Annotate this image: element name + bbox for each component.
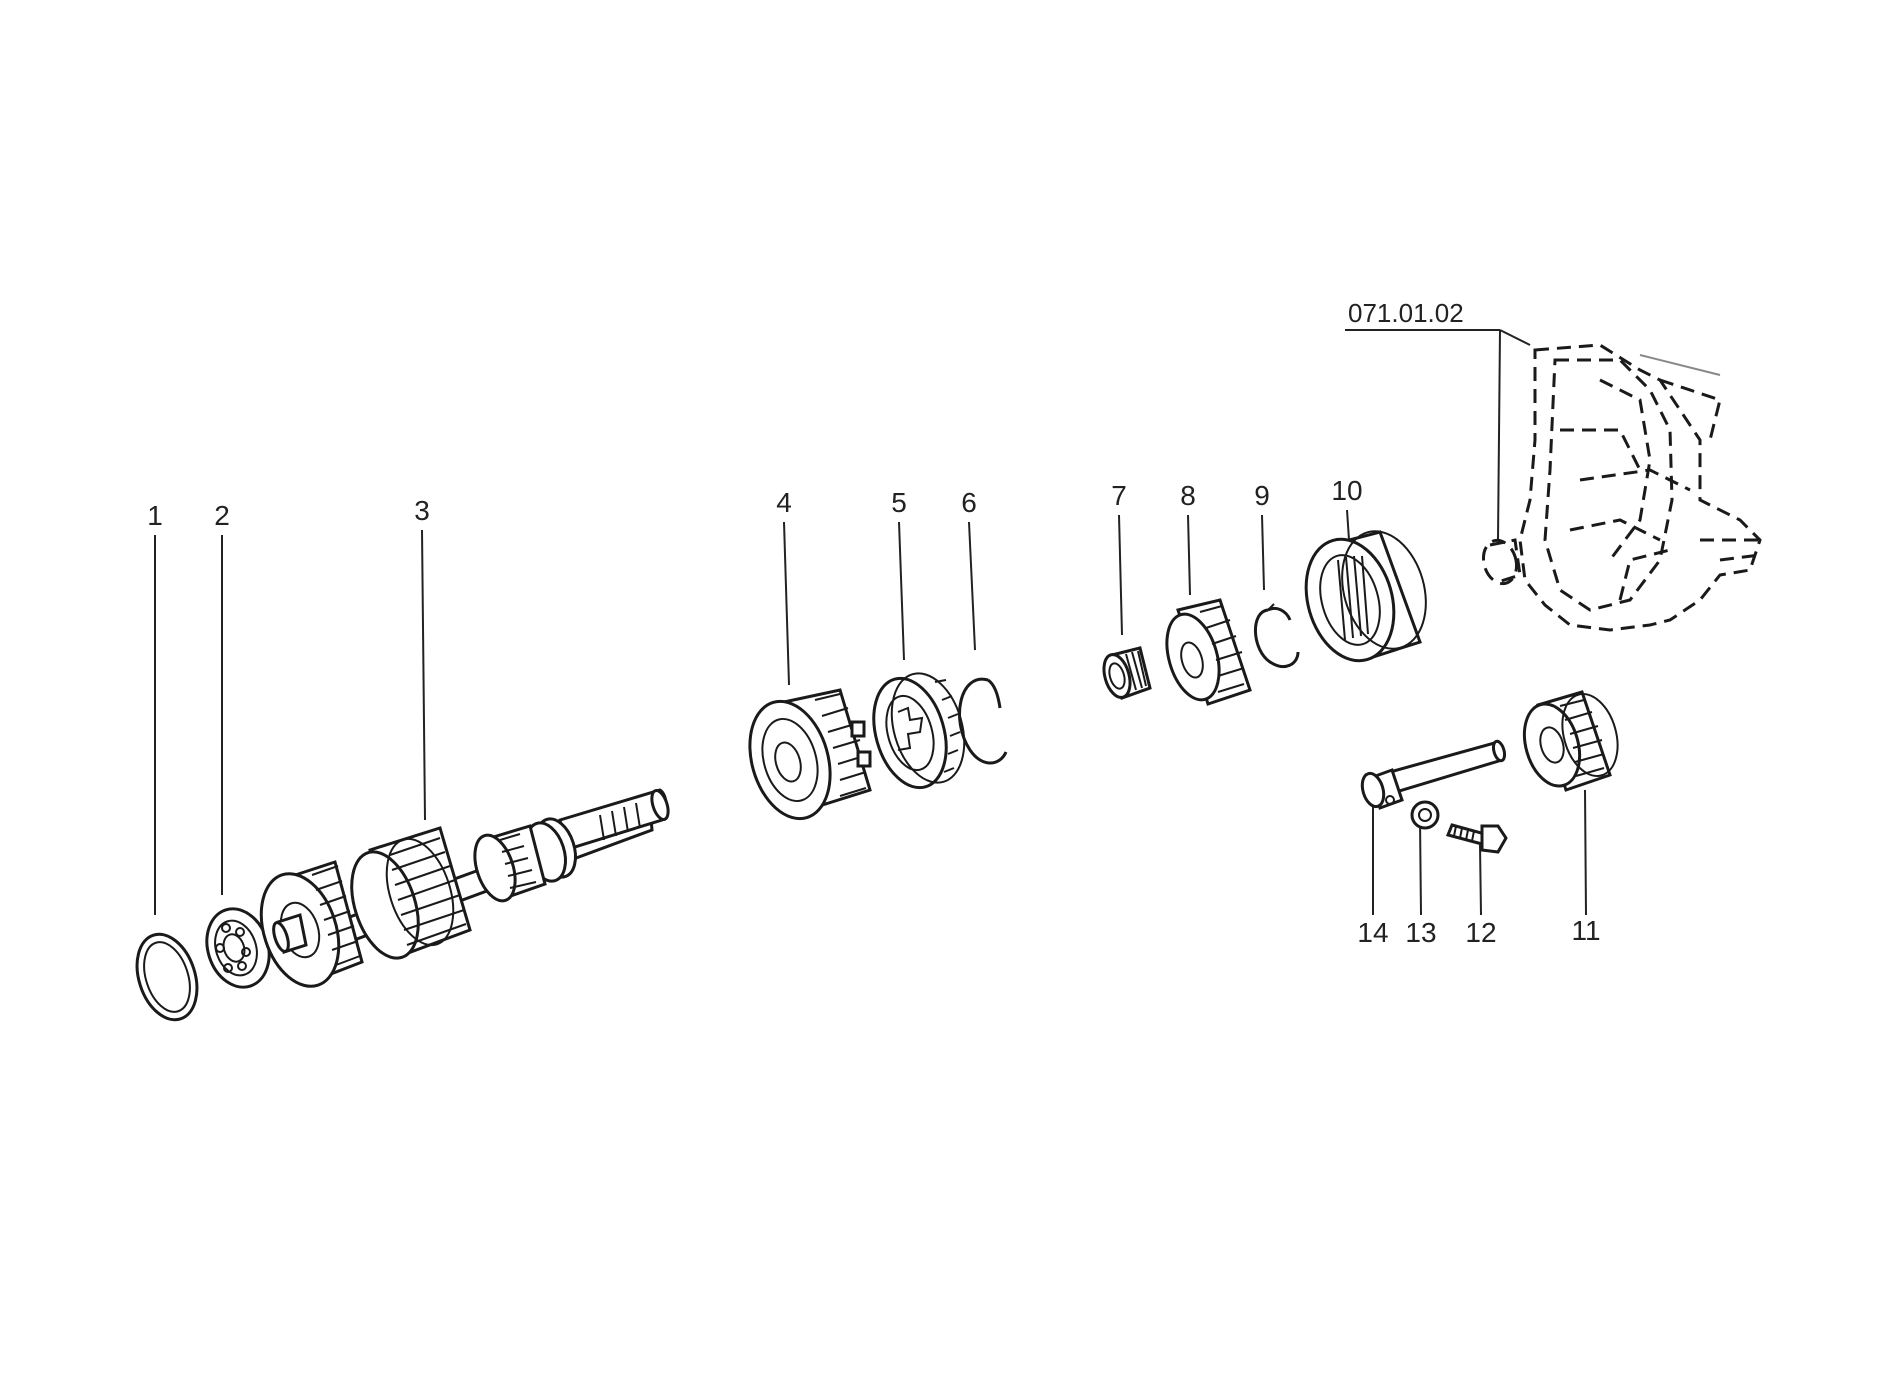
- label-part-14: 14: [1357, 917, 1388, 948]
- part-11-idler-gear: [1522, 690, 1619, 792]
- part-2-bearing: [205, 907, 271, 989]
- label-part-4: 4: [776, 487, 792, 518]
- part-8-gear: [1165, 598, 1252, 706]
- label-part-8: 8: [1180, 480, 1196, 511]
- part-1-washer: [135, 932, 199, 1022]
- label-part-11: 11: [1571, 915, 1600, 946]
- part-14-idler-shaft: [1360, 739, 1507, 810]
- part-10-sleeve: [1304, 530, 1427, 663]
- label-part-9: 9: [1254, 480, 1270, 511]
- label-part-3: 3: [414, 495, 430, 526]
- part-7-needle-bearing: [1102, 646, 1152, 700]
- part-5-synchro-ring: [872, 672, 966, 790]
- label-part-2: 2: [214, 500, 230, 531]
- part-9-snap-ring: [1254, 603, 1300, 668]
- housing-reference-part: [1481, 343, 1762, 632]
- label-part-10: 10: [1331, 475, 1362, 506]
- label-part-6: 6: [961, 487, 977, 518]
- part-13-washer: [1410, 800, 1440, 830]
- label-part-1: 1: [147, 500, 163, 531]
- leader-lines: [154, 329, 1587, 916]
- part-3-main-shaft: [259, 788, 670, 988]
- label-part-13: 13: [1405, 917, 1436, 948]
- label-part-5: 5: [891, 487, 907, 518]
- label-part-12: 12: [1465, 917, 1496, 948]
- reference-label: 071.01.02: [1348, 298, 1464, 328]
- part-6-circlip: [958, 677, 1008, 765]
- part-number-labels: 1 2 3 4 5 6 7 8 9 10 11 12 13 14 071.01.…: [147, 298, 1600, 948]
- label-part-7: 7: [1111, 480, 1127, 511]
- part-12-bolt: [1445, 823, 1508, 854]
- part-4-gear: [748, 688, 872, 821]
